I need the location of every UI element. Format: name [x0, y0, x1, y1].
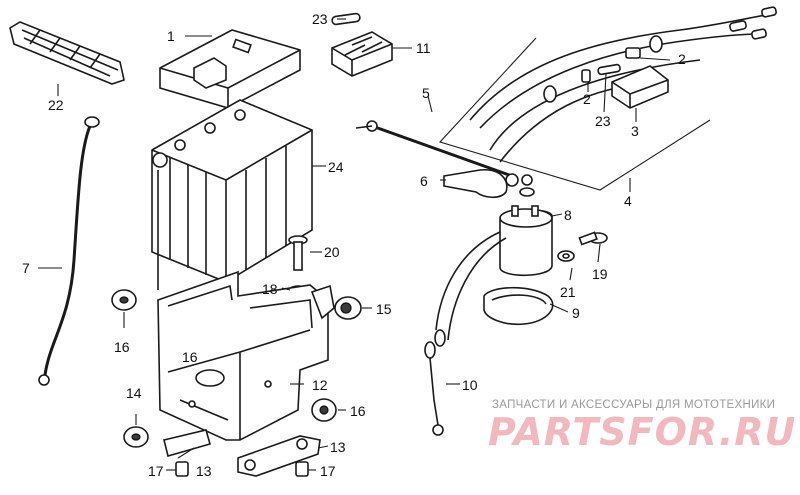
grommet-15	[334, 296, 362, 320]
callout-3: 3	[631, 123, 639, 139]
watermark-logo: PARTSFOR.RU	[488, 410, 797, 454]
callout-4: 4	[624, 193, 632, 209]
callout-13-left: 13	[196, 463, 212, 479]
wire-lead-10	[424, 329, 446, 436]
cushion-16-left	[111, 289, 137, 311]
callout-9: 9	[572, 305, 580, 321]
fuse-holder-3	[611, 65, 669, 109]
battery-24	[151, 99, 313, 290]
callout-16-left: 16	[114, 339, 130, 355]
callout-12: 12	[312, 377, 328, 393]
callout-2-left: 2	[583, 91, 591, 107]
callout-21: 21	[560, 284, 576, 300]
washer-21	[557, 250, 575, 262]
cushion-14	[123, 426, 149, 448]
leader-lines	[38, 18, 671, 471]
mount-13-left	[163, 429, 211, 477]
starter-relay-8	[435, 174, 553, 341]
callout-7: 7	[22, 260, 30, 276]
callout-18: 18	[262, 281, 278, 297]
callout-14: 14	[126, 385, 142, 401]
callout-labels: 1 23 11 22 24 7 20 18 15 16 16 12 14 16 …	[22, 11, 686, 479]
callout-8: 8	[564, 207, 572, 223]
cable-5	[355, 120, 519, 187]
callout-5: 5	[422, 85, 430, 101]
bolt-19	[578, 231, 608, 246]
callout-23-right: 23	[595, 113, 611, 129]
callout-24: 24	[328, 159, 344, 175]
battery-cable-7	[38, 116, 100, 386]
callout-1: 1	[167, 28, 175, 44]
relay-clamp-9	[483, 286, 554, 326]
callout-6: 6	[420, 173, 428, 189]
battery-strap-22	[9, 21, 125, 85]
bolt-20	[288, 235, 308, 271]
wire-harness-4	[438, 6, 777, 191]
callout-17-right: 17	[320, 463, 336, 479]
callout-23-top: 23	[312, 11, 328, 27]
callout-13-right: 13	[330, 439, 346, 455]
boot-6	[443, 169, 508, 199]
watermark-caption: ЗАПЧАСТИ И АКСЕССУАРЫ ДЛЯ МОТОТЕХНИКИ	[492, 399, 776, 411]
connector-2	[581, 47, 641, 83]
callout-20: 20	[324, 244, 340, 260]
callout-22: 22	[48, 97, 64, 113]
mount-13-right	[237, 435, 321, 477]
callout-19: 19	[592, 266, 608, 282]
tube-23	[597, 63, 621, 76]
callout-16-right: 16	[350, 403, 366, 419]
callout-15: 15	[376, 301, 392, 317]
callout-2-right: 2	[678, 51, 686, 67]
callout-11: 11	[416, 40, 431, 56]
holder-11	[331, 31, 393, 77]
battery-cover-1	[159, 29, 301, 109]
callout-10: 10	[462, 377, 478, 393]
battery-box-12	[157, 270, 335, 441]
cushion-16-right	[311, 398, 337, 422]
callout-17-left: 17	[148, 463, 164, 479]
callout-16-box: 16	[182, 349, 198, 365]
